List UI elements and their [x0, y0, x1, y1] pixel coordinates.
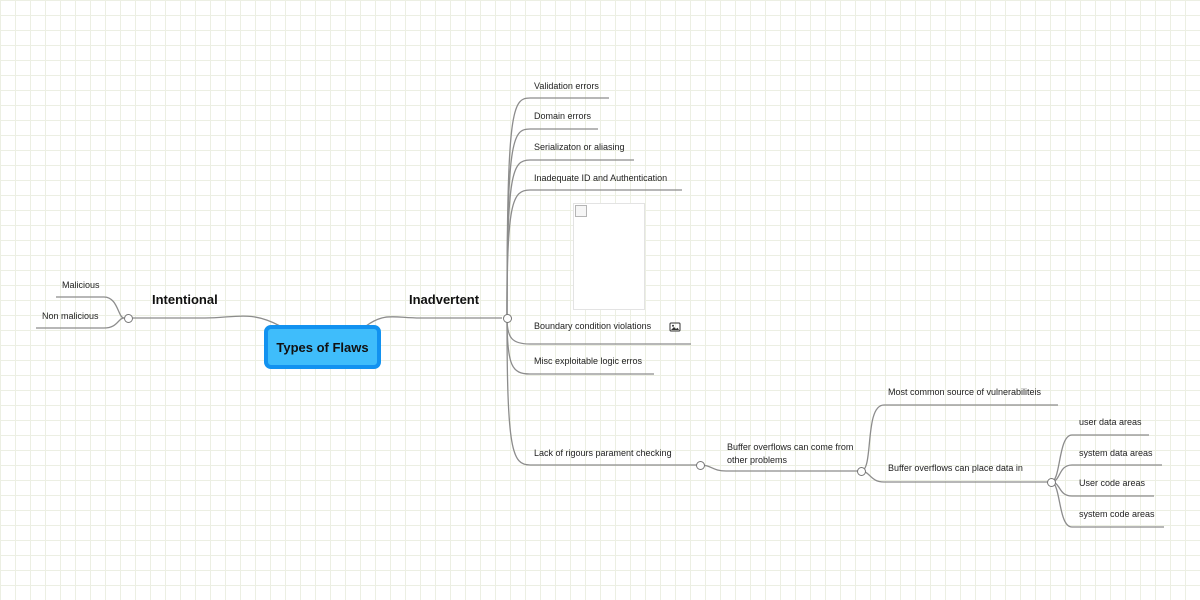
link-malicious	[56, 296, 125, 319]
node-serialization[interactable]: Serializaton or aliasing	[534, 142, 625, 152]
collapse-knob-intentional[interactable]	[124, 314, 133, 323]
node-inadequate-id[interactable]: Inadequate ID and Authentication	[534, 173, 668, 183]
node-misc-logic[interactable]: Misc exploitable logic erros	[534, 356, 643, 366]
node-non-malicious[interactable]: Non malicious	[42, 311, 99, 321]
link-non-malicious	[36, 317, 125, 329]
link-root-intentional	[133, 315, 281, 327]
branch-intentional[interactable]: Intentional	[152, 292, 218, 307]
link-most-common	[860, 404, 1058, 472]
node-malicious[interactable]: Malicious	[62, 280, 100, 290]
link-system-code	[1050, 481, 1164, 528]
node-place-data[interactable]: Buffer overflows can place data in	[888, 463, 1023, 473]
link-user-data	[1050, 434, 1149, 483]
node-image[interactable]	[573, 203, 645, 310]
link-root-inadvertent	[365, 316, 502, 327]
node-buffer-overflows[interactable]: Buffer overflows can come from other pro…	[727, 442, 854, 465]
node-user-data-areas[interactable]: user data areas	[1079, 417, 1142, 427]
collapse-knob-place-data[interactable]	[1047, 478, 1056, 487]
link-lack-rigours	[506, 317, 700, 466]
node-validation-errors[interactable]: Validation errors	[534, 81, 599, 91]
node-user-code-areas[interactable]: User code areas	[1079, 478, 1146, 488]
root-node-label: Types of Flaws	[276, 339, 369, 355]
broken-image-icon	[575, 205, 587, 217]
branch-inadvertent[interactable]: Inadvertent	[409, 292, 480, 307]
node-most-common[interactable]: Most common source of vulnerabiliteis	[888, 387, 1042, 397]
link-inadequate-id	[506, 189, 682, 319]
image-icon[interactable]	[669, 321, 681, 333]
node-boundary-condition[interactable]: Boundary condition violations	[534, 321, 652, 331]
node-lack-rigours[interactable]: Lack of rigours parament checking	[534, 448, 672, 458]
node-domain-errors[interactable]: Domain errors	[534, 111, 592, 121]
collapse-knob-buffer[interactable]	[857, 467, 866, 476]
root-node[interactable]: Types of Flaws	[264, 325, 381, 369]
node-system-data-areas[interactable]: system data areas	[1079, 448, 1153, 458]
collapse-knob-lack-rigours[interactable]	[696, 461, 705, 470]
node-system-code-areas[interactable]: system code areas	[1079, 509, 1155, 519]
collapse-knob-inadvertent[interactable]	[503, 314, 512, 323]
